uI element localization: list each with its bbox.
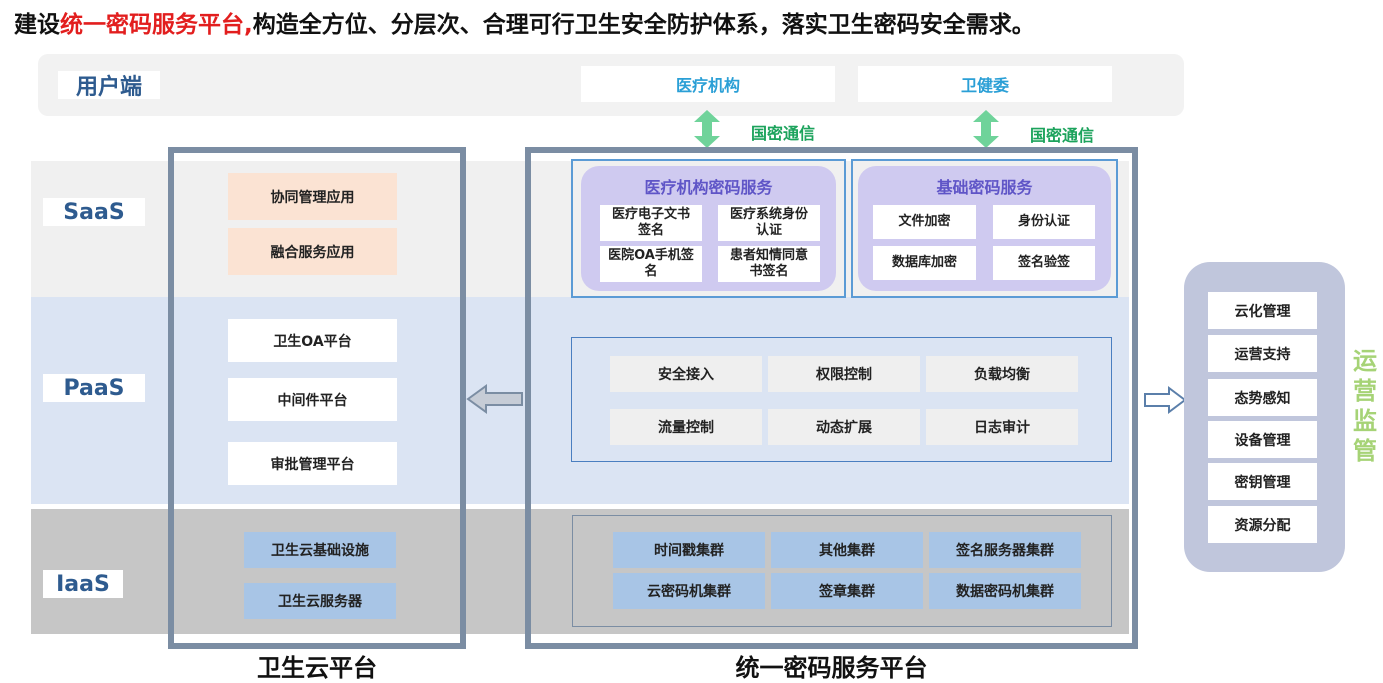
iaas-cluster: 签名服务器集群 <box>929 532 1081 568</box>
client-health-commission: 卫健委 <box>858 66 1112 102</box>
headline-prefix: 建设 <box>14 12 60 38</box>
cloud-paas-platform: 审批管理平台 <box>228 442 397 485</box>
paas-capability: 负载均衡 <box>926 356 1078 392</box>
paas-capability: 权限控制 <box>768 356 920 392</box>
cloud-platform-frame <box>168 147 466 649</box>
iaas-cluster: 签章集群 <box>771 573 923 609</box>
medical-service-item: 医疗系统身份认证 <box>718 205 820 241</box>
iaas-layer-label: IaaS <box>43 570 123 598</box>
user-layer-label: 用户端 <box>58 71 160 100</box>
cloud-paas-platform: 卫生OA平台 <box>228 319 397 362</box>
medical-crypto-service-title: 医疗机构密码服务 <box>644 178 773 197</box>
double-arrow-icon <box>973 110 999 148</box>
basic-service-item: 身份认证 <box>993 205 1095 239</box>
ops-item: 密钥管理 <box>1208 463 1317 500</box>
secure-link-label: 国密通信 <box>1030 126 1095 145</box>
iaas-cluster: 时间戳集群 <box>613 532 765 568</box>
paas-capability: 动态扩展 <box>768 409 920 445</box>
basic-crypto-service-title: 基础密码服务 <box>936 178 1033 197</box>
paas-capability: 日志审计 <box>926 409 1078 445</box>
cloud-paas-platform: 中间件平台 <box>228 378 397 421</box>
crypto-platform-frame <box>525 147 1138 649</box>
arrow-right-icon <box>1144 386 1187 414</box>
ops-item: 运营支持 <box>1208 335 1317 372</box>
iaas-cluster: 数据密码机集群 <box>929 573 1081 609</box>
crypto-platform-title: 统一密码服务平台 <box>735 653 928 682</box>
secure-link-label: 国密通信 <box>751 124 816 143</box>
iaas-cluster: 其他集群 <box>771 532 923 568</box>
basic-service-item: 签名验签 <box>993 246 1095 280</box>
paas-capability: 安全接入 <box>610 356 762 392</box>
crypto-paas-frame <box>571 337 1112 462</box>
paas-capability: 流量控制 <box>610 409 762 445</box>
cloud-saas-app: 融合服务应用 <box>228 228 397 275</box>
ops-item: 云化管理 <box>1208 292 1317 329</box>
iaas-cluster: 云密码机集群 <box>613 573 765 609</box>
ops-item: 资源分配 <box>1208 506 1317 543</box>
iaas-layer-band <box>31 509 1129 634</box>
medical-service-item: 医疗电子文书签名 <box>600 205 702 241</box>
headline: 建设统一密码服务平台,构造全方位、分层次、合理可行卫生安全防护体系，落实卫生密码… <box>14 8 1035 42</box>
paas-layer-label: PaaS <box>43 374 145 402</box>
basic-service-item: 数据库加密 <box>873 246 976 280</box>
double-arrow-icon <box>694 110 720 148</box>
cloud-iaas-resource: 卫生云基础设施 <box>244 532 396 568</box>
basic-crypto-service-frame <box>851 159 1118 298</box>
saas-layer-label: SaaS <box>43 198 145 226</box>
paas-layer-band <box>31 297 1129 504</box>
crypto-iaas-frame <box>572 515 1112 627</box>
ops-supervision-title: 运营监管 <box>1353 347 1377 465</box>
medical-crypto-service-frame <box>571 159 846 298</box>
medical-service-item: 医院OA手机签名 <box>600 246 702 282</box>
headline-highlight: 统一密码服务平台, <box>60 12 253 38</box>
basic-service-item: 文件加密 <box>873 205 976 239</box>
headline-suffix: 构造全方位、分层次、合理可行卫生安全防护体系，落实卫生密码安全需求。 <box>252 12 1035 38</box>
ops-item: 态势感知 <box>1208 379 1317 416</box>
client-medical-institution: 医疗机构 <box>581 66 835 102</box>
cloud-platform-title: 卫生云平台 <box>257 653 377 682</box>
ops-item: 设备管理 <box>1208 421 1317 458</box>
arrow-left-icon <box>466 384 523 414</box>
cloud-iaas-resource: 卫生云服务器 <box>244 583 396 619</box>
medical-service-item: 患者知情同意书签名 <box>718 246 820 282</box>
cloud-saas-app: 协同管理应用 <box>228 173 397 220</box>
